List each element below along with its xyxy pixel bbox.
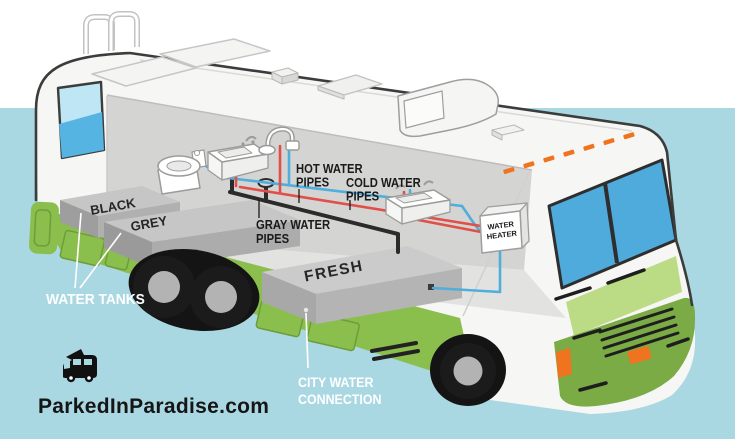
side-step-vent <box>370 341 420 361</box>
faucet <box>423 180 434 186</box>
fresh-tank-inlet-port <box>428 284 434 290</box>
corner-marker-light <box>556 348 572 378</box>
city-water-inlet <box>303 307 309 313</box>
svg-text:GREY: GREY <box>129 213 168 234</box>
roof-vent-small <box>491 124 525 141</box>
ladder-icon <box>83 11 140 54</box>
camper-van-icon <box>63 349 97 383</box>
water-heater: WATER HEATER <box>479 202 530 254</box>
shower-valve <box>285 140 300 151</box>
front-hubcap <box>453 356 483 386</box>
cold-water-label-line1: COLD WATER <box>346 175 421 190</box>
roof-vent <box>271 67 299 85</box>
ac-vent-grate <box>403 90 445 129</box>
clearance-light <box>523 161 535 169</box>
water-heater-label-line1: WATER <box>487 219 515 231</box>
compartment-door <box>59 229 106 267</box>
clearance-light <box>583 143 595 151</box>
windshield-divider <box>603 182 619 264</box>
roof-panel <box>91 56 197 87</box>
clearance-light <box>543 155 555 163</box>
hot-water-label-line1: HOT WATER <box>296 161 363 176</box>
city-water-leader-line <box>305 312 309 369</box>
body-outline <box>34 51 694 307</box>
callouts: HOT WATER PIPES COLD WATER PIPES GRAY WA… <box>46 161 421 407</box>
rear-hubcap <box>205 281 237 313</box>
gray-water-pipes-label: GRAY WATER PIPES <box>256 217 330 246</box>
cold-water-pipes-label: COLD WATER PIPES <box>346 175 421 203</box>
fresh-tank <box>262 246 462 324</box>
svg-text:WATER TANKS: WATER TANKS <box>46 291 145 307</box>
clearance-light <box>503 167 515 175</box>
ac-unit <box>397 78 499 138</box>
water-tanks-label: WATER TANKS <box>46 291 145 307</box>
bumper-trim-dashes <box>572 328 690 392</box>
bathroom-sink <box>207 135 269 181</box>
front-cab <box>547 158 696 407</box>
hood-panel <box>566 256 682 336</box>
wipers <box>554 268 646 301</box>
gray-water-label-line1: GRAY WATER <box>256 217 330 232</box>
water-heater-label-line2: HEATER <box>486 229 518 242</box>
kitchen-sink <box>385 180 451 225</box>
hot-water-label-line2: PIPES <box>296 175 329 190</box>
clearance-light <box>563 149 575 157</box>
rear-skirt-cap <box>29 201 59 255</box>
rear-hubcap <box>148 271 180 303</box>
front-bumper <box>554 297 696 407</box>
roof-equipment <box>83 11 635 175</box>
gray-water-pipe <box>228 176 400 254</box>
bumper-marker-light <box>627 345 652 365</box>
rear-window <box>56 80 106 160</box>
shower <box>258 126 300 156</box>
water-tanks-leader-lines <box>74 212 122 289</box>
hot-water-pipes-label: HOT WATER PIPES <box>296 161 363 189</box>
city-water-connection-label: CITY WATER CONNECTION <box>298 375 381 408</box>
van-windshield <box>64 360 70 369</box>
toilet <box>157 149 207 195</box>
gray-water-label-line2: PIPES <box>256 231 289 246</box>
roof-lip-line <box>139 59 633 132</box>
wheels <box>128 248 506 406</box>
faucet <box>245 135 257 142</box>
city-water-label-line1: CITY WATER <box>298 375 374 391</box>
fixtures: WATER HEATER <box>157 126 530 254</box>
cold-water-label-line2: PIPES <box>346 189 379 204</box>
van-window <box>73 359 81 365</box>
grille-slats <box>598 307 680 358</box>
grey-tank-label: GREY <box>129 213 168 234</box>
roof-vent-flat <box>317 74 383 100</box>
faucet <box>395 184 406 190</box>
site-name: ParkedInParadise.com <box>38 395 269 418</box>
clearance-lights <box>503 132 635 175</box>
wall-top-edge <box>106 94 533 171</box>
clearance-light <box>623 132 635 140</box>
shower-head <box>258 144 276 156</box>
clearance-light <box>603 138 615 146</box>
roof-panel <box>159 38 271 68</box>
van-window <box>84 359 92 365</box>
branding: ParkedInParadise.com <box>38 349 269 418</box>
city-water-label-line2: CONNECTION <box>298 392 381 408</box>
